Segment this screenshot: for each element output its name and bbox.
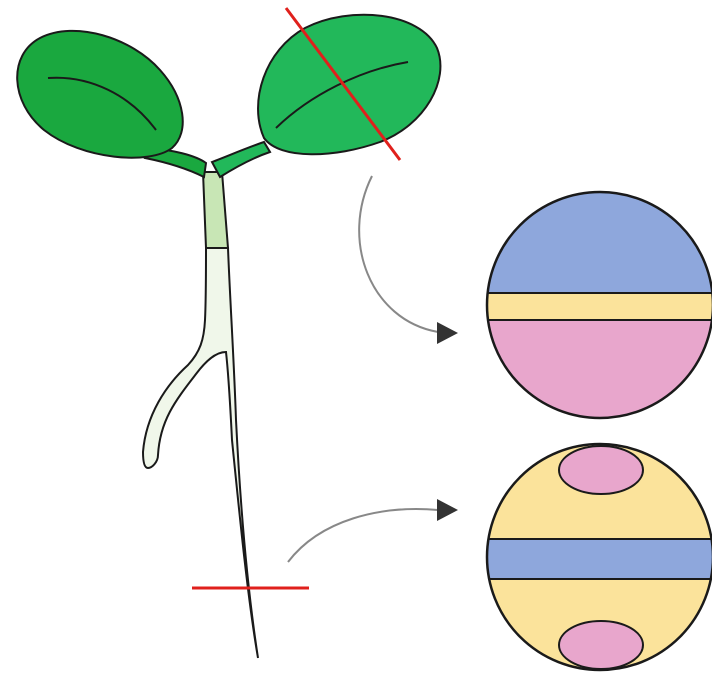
hypocotyl bbox=[203, 172, 228, 248]
seedling bbox=[17, 15, 440, 658]
curved-arrow-icon bbox=[288, 499, 458, 562]
upper-blue-tissue bbox=[480, 180, 712, 293]
left-cotyledon bbox=[17, 31, 183, 158]
root bbox=[143, 248, 258, 658]
middle-yellow-band bbox=[480, 293, 712, 320]
central-blue-band bbox=[480, 539, 712, 579]
top-pink-ellipse bbox=[559, 446, 643, 494]
root-cross-section bbox=[480, 440, 712, 675]
bottom-pink-ellipse bbox=[559, 621, 643, 669]
right-cotyledon bbox=[258, 15, 440, 155]
curved-arrow-icon bbox=[359, 176, 458, 344]
leaf-cross-section bbox=[480, 180, 712, 430]
right-petiole bbox=[212, 142, 270, 177]
lower-pink-tissue bbox=[480, 320, 712, 430]
